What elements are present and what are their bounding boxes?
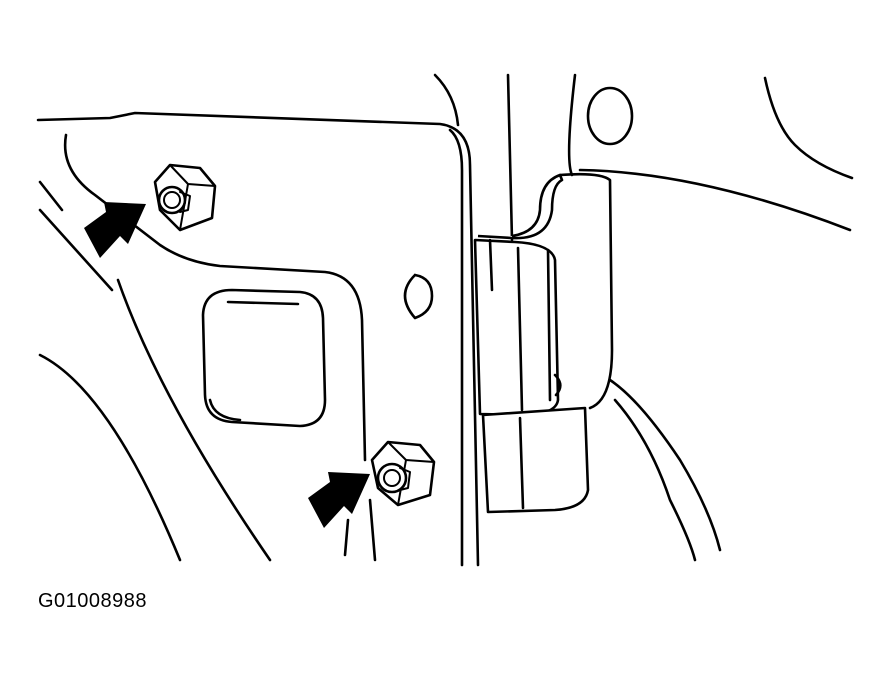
door-inner-contours [38, 133, 377, 562]
figure-code: G01008988 [38, 590, 148, 612]
upper-hex-nut [153, 163, 217, 232]
hinge [473, 173, 590, 514]
lower-hex-nut [370, 440, 436, 507]
body-pillar [433, 73, 854, 562]
door-hole [403, 273, 434, 320]
access-opening [201, 288, 327, 428]
pillar-hole [586, 86, 634, 146]
lower-arrow-icon [308, 472, 370, 528]
door-panel [36, 111, 480, 567]
upper-arrow-icon [84, 202, 146, 258]
